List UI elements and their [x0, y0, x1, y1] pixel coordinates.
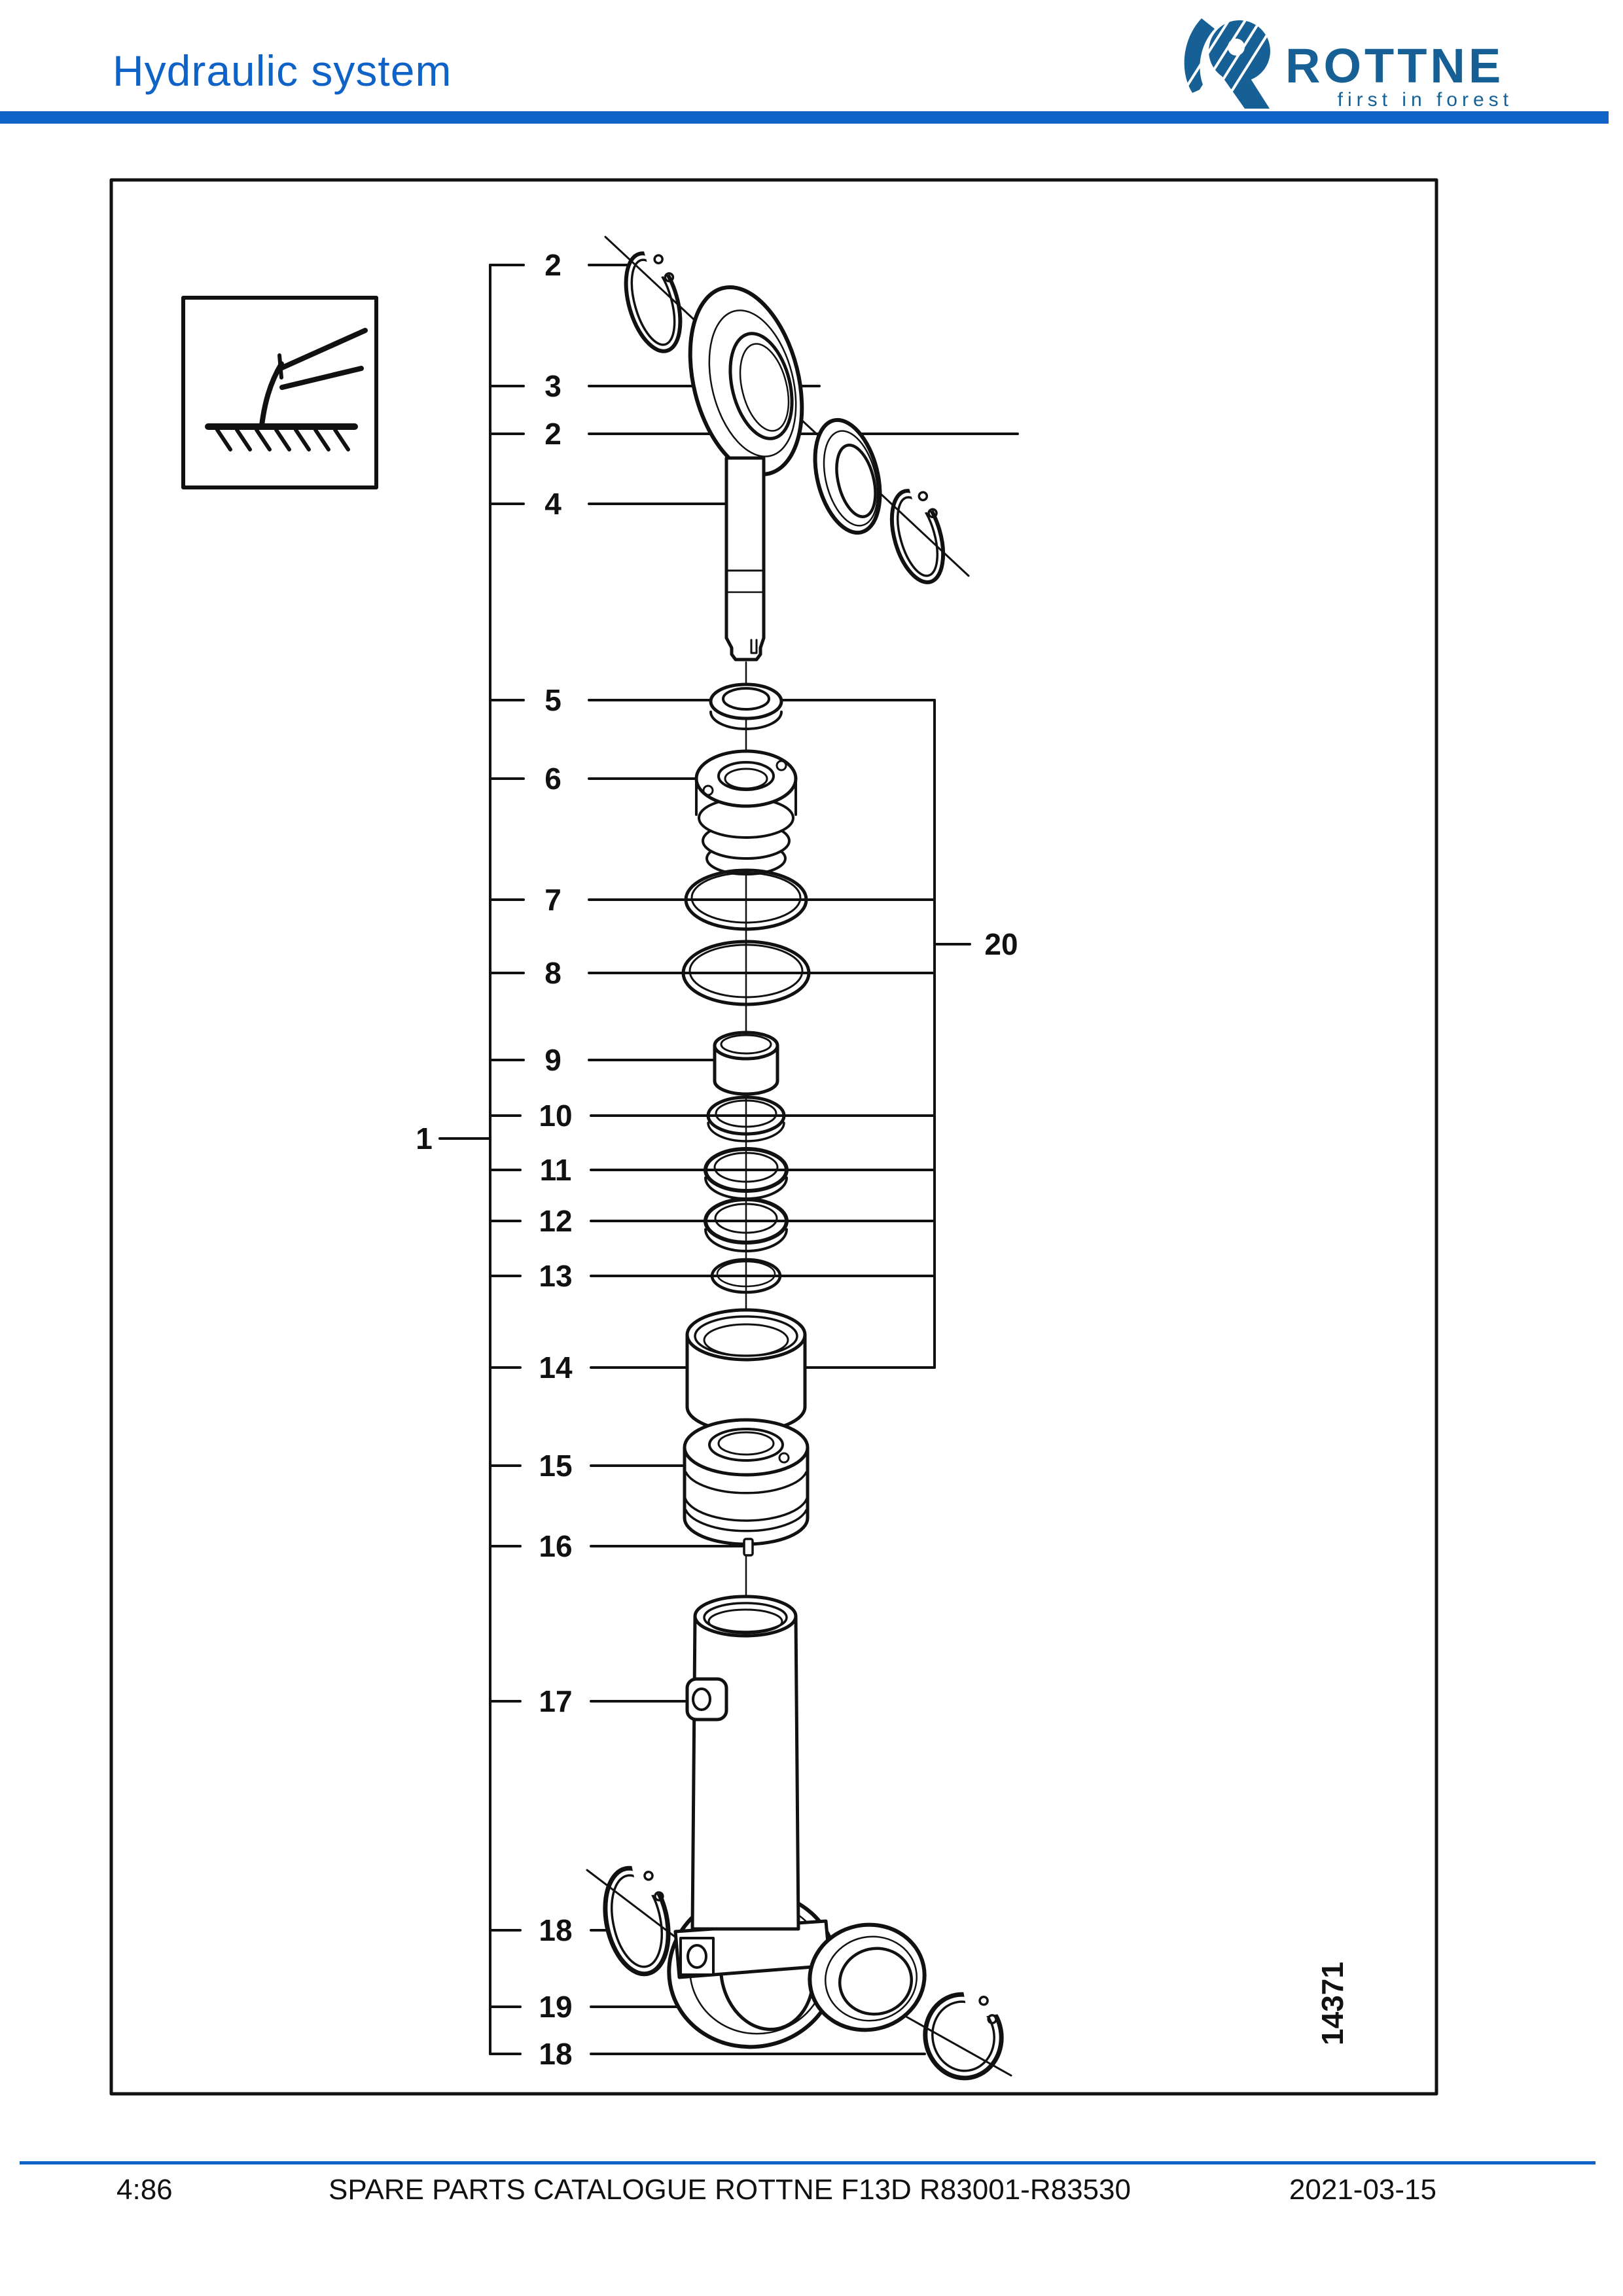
callout-6: 6: [489, 762, 699, 796]
footer-rule: [20, 2161, 1596, 2164]
axis-lines: [586, 236, 1012, 2077]
callout-assembly-1: 1: [416, 1122, 491, 1156]
callout-17: 17: [489, 1684, 696, 1718]
diagram-border: [109, 178, 1438, 2096]
parts-group: [603, 238, 1005, 2081]
svg-text:18: 18: [539, 1913, 572, 1947]
svg-text:3: 3: [544, 369, 562, 403]
svg-text:17: 17: [539, 1684, 572, 1718]
bearing-top-icon: [813, 417, 882, 535]
rottne-logo-tagline: first in forest: [1338, 89, 1513, 111]
svg-text:11: 11: [540, 1153, 572, 1187]
rod-eye-top-icon: [688, 285, 804, 476]
piston-rod-icon: [724, 456, 766, 662]
svg-text:1: 1: [416, 1122, 433, 1156]
svg-text:8: 8: [544, 956, 562, 990]
cylinder-tube-icon: [667, 1595, 838, 2049]
cylinder-head-icon: [694, 749, 798, 875]
svg-text:9: 9: [544, 1043, 562, 1077]
callout-8: 8: [489, 956, 936, 990]
svg-text:18: 18: [539, 2037, 572, 2071]
callout-12: 12: [489, 1204, 936, 1238]
piston-icon: [683, 1418, 810, 1546]
svg-text:12: 12: [539, 1204, 572, 1238]
svg-text:6: 6: [544, 762, 562, 796]
footer-date: 2021-03-15: [1289, 2174, 1436, 2206]
callout-18-upper: 18: [489, 1913, 609, 1947]
svg-text:2: 2: [544, 417, 562, 451]
svg-text:13: 13: [539, 1259, 572, 1293]
guide-bushing-icon: [713, 1031, 779, 1096]
callout-16: 16: [489, 1529, 743, 1563]
svg-text:20: 20: [984, 927, 1018, 961]
port-boss-icon: [685, 1677, 728, 1722]
bearing-bottom-icon: [808, 1922, 927, 2032]
footer-page-number: 4:86: [116, 2174, 173, 2206]
callout-13: 13: [489, 1259, 936, 1293]
rottne-logo-brand: ROTTNE: [1285, 39, 1504, 93]
svg-text:15: 15: [539, 1449, 572, 1483]
retaining-ring-lower-left-icon: [603, 1854, 672, 1977]
svg-text:10: 10: [539, 1099, 572, 1133]
callout-4: 4: [489, 487, 726, 521]
svg-text:2: 2: [544, 248, 562, 282]
retaining-ring-lower-right-icon: [923, 1981, 1005, 2081]
callout-15: 15: [489, 1449, 688, 1483]
boom-symbol-box: [181, 296, 378, 489]
footer-catalogue-title: SPARE PARTS CATALOGUE ROTTNE F13D R83001…: [329, 2174, 1131, 2206]
seal-ring-12-icon: [704, 1197, 789, 1252]
rod-seal-icon: [709, 682, 783, 730]
svg-text:14: 14: [539, 1351, 573, 1385]
retaining-ring-top-icon: [624, 238, 683, 353]
retaining-ring-second-icon: [889, 477, 946, 584]
lock-pin-icon: [743, 1538, 754, 1557]
callout-2-top: 2: [489, 248, 630, 282]
boom-icon: [205, 328, 368, 451]
callout-seal-kit-20: 20: [933, 927, 1018, 961]
page-title: Hydraulic system: [113, 46, 452, 95]
callout-2-second: 2: [489, 417, 1019, 451]
svg-text:19: 19: [539, 1990, 572, 2024]
rottne-logo: ROTTNE first in forest: [1178, 13, 1513, 111]
seal-ring-10-icon: [706, 1095, 786, 1142]
o-ring-7-icon: [684, 868, 808, 931]
header-rule: [0, 111, 1609, 124]
svg-text:4: 4: [544, 487, 562, 521]
rottne-logo-mark: [1178, 13, 1272, 111]
callout-5: 5: [489, 683, 936, 717]
callout-10: 10: [489, 1099, 936, 1133]
figure-number: 14371: [1315, 1962, 1349, 2045]
svg-text:5: 5: [544, 683, 562, 717]
callout-7: 7: [489, 883, 936, 917]
piston-sleeve-icon: [685, 1308, 807, 1434]
callout-9: 9: [489, 1043, 716, 1077]
o-ring-8-icon: [681, 940, 811, 1006]
svg-text:7: 7: [544, 883, 562, 917]
svg-text:16: 16: [539, 1529, 572, 1563]
backup-ring-13-icon: [710, 1258, 782, 1294]
callout-11: 11: [489, 1153, 936, 1187]
callout-18-lower: 18: [489, 2037, 926, 2071]
